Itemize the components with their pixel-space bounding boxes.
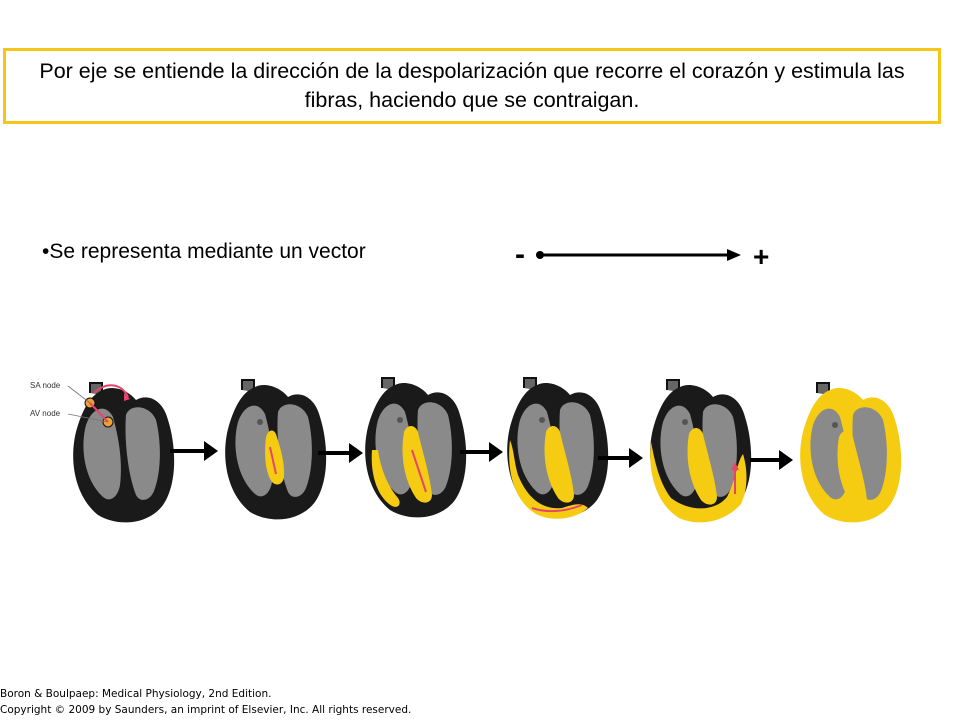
vector-arrowhead: [727, 249, 741, 261]
heart-stage-4: [507, 377, 609, 519]
source-citation: Boron & Boulpaep: Medical Physiology, 2n…: [0, 688, 272, 700]
positive-sign: +: [753, 241, 769, 272]
sequence-arrowhead-2: [349, 443, 363, 463]
av-node-label: AV node: [30, 409, 61, 418]
negative-sign: -: [515, 238, 525, 271]
definition-box: Por eje se entiende la dirección de la d…: [3, 48, 941, 124]
heart-depolarization-sequence: SA node AV node: [30, 377, 902, 523]
sa-node-pointer: [67, 385, 91, 404]
sequence-arrowhead-5: [779, 450, 793, 470]
vector-diagram: - +: [515, 238, 769, 272]
copyright-notice: Copyright © 2009 by Saunders, an imprint…: [0, 704, 412, 716]
bullet-vector-text: •Se representa mediante un vector: [42, 240, 366, 263]
heart-stage-1: [73, 382, 175, 523]
copyright-footer: Boron & Boulpaep: Medical Physiology, 2n…: [0, 686, 411, 718]
sequence-arrowhead-4: [629, 448, 643, 468]
sequence-arrowhead-3: [489, 442, 503, 462]
heart-stage-6: [800, 382, 902, 523]
heart-stage-3: [365, 377, 467, 518]
heart-stage-2: [225, 379, 327, 520]
av-node-pointer: [67, 413, 109, 423]
sa-node-label: SA node: [30, 381, 61, 390]
sequence-arrowhead-1: [204, 441, 218, 461]
definition-text: Por eje se entiende la dirección de la d…: [39, 59, 905, 112]
heart-stage-5: [650, 379, 752, 523]
